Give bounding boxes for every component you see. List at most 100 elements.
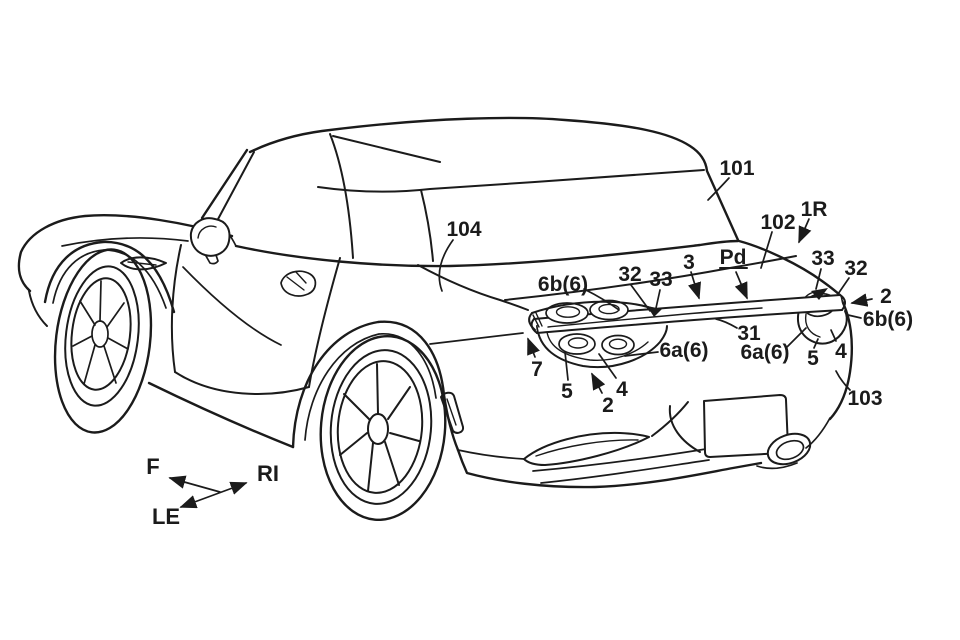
front-bumper-edge [28, 290, 48, 327]
hood-line [17, 214, 234, 293]
leader-31 [715, 318, 738, 329]
label-3: 3 [683, 251, 695, 274]
deck-crease [504, 255, 797, 301]
bumper-step-line [651, 401, 689, 437]
label-6b6-left: 6b(6) [538, 273, 588, 296]
arrow-3 [688, 271, 701, 300]
label-2-left: 2 [602, 394, 614, 417]
vortex-coil [545, 302, 589, 324]
door-front-edge [170, 244, 182, 373]
label-4-left: 4 [616, 378, 628, 401]
label-6a6-right: 6a(6) [740, 341, 789, 364]
label-Pd: Pd [720, 246, 747, 269]
spoke [106, 302, 125, 328]
left-bowl-inner [546, 331, 649, 361]
rear-arch-lip [304, 333, 437, 441]
vortex-coil-inner [555, 306, 581, 318]
spoke [367, 442, 374, 492]
leader-103 [835, 370, 851, 391]
right-bowl-inner [804, 313, 821, 338]
label-7: 7 [531, 358, 543, 381]
label-32-left: 32 [618, 263, 641, 286]
reference-labels: 101 102 1R 104 Pd 3 32 33 33 32 2 6b(6) … [446, 157, 913, 417]
label-104: 104 [446, 218, 481, 241]
leader-6b6-left [583, 288, 620, 311]
beltline [234, 239, 740, 268]
front-tire [53, 248, 153, 434]
axis-f [168, 475, 221, 493]
bar-right-cap [839, 294, 846, 311]
bumper-bottom [456, 448, 763, 489]
airflow-device [528, 288, 848, 368]
label-6a6-left: 6a(6) [659, 339, 708, 362]
spoke [376, 363, 379, 415]
spoke [389, 432, 420, 442]
diffuser-line-2 [540, 459, 710, 484]
under-exhaust-line [756, 462, 798, 470]
spoke [79, 300, 96, 326]
quarter-vent-slot [440, 391, 465, 434]
leader-6b6-right [847, 314, 862, 319]
roof-skirt-line [317, 169, 705, 193]
quarter-vent-line [446, 398, 457, 426]
arrow-Pd [734, 271, 748, 300]
hood-crease [61, 237, 189, 247]
front-rim [70, 277, 132, 391]
fender-vent [120, 256, 167, 271]
car-body [17, 116, 740, 452]
vortex-coil [558, 333, 596, 355]
a-pillar-outer [200, 148, 249, 220]
exhaust-pipe [766, 432, 812, 466]
label-33-left: 33 [649, 268, 672, 291]
label-103: 103 [847, 387, 882, 410]
roof-seam-rear [420, 189, 434, 262]
door-crease [182, 266, 282, 346]
spoke [343, 393, 371, 421]
axis-le-ri [179, 481, 248, 509]
spoke [103, 345, 117, 384]
label-31: 31 [737, 322, 761, 345]
arrow-2-right [850, 293, 873, 307]
rear-wheel-spokes [339, 363, 420, 492]
front-arch-lip [52, 249, 167, 309]
pod-tip-hatch [532, 312, 543, 328]
arrow-7 [527, 337, 540, 358]
front-wheel [53, 248, 153, 434]
spoke [99, 280, 102, 322]
label-1R: 1R [801, 198, 828, 221]
diffuser-line-1 [532, 448, 707, 472]
door-bottom-edge [174, 371, 310, 395]
door-handle [280, 270, 317, 297]
vortex-fill [590, 300, 628, 320]
plate-recess-edge [668, 405, 701, 453]
compass-front: F [146, 454, 159, 479]
roof-seam-front [329, 133, 354, 259]
spoke [83, 344, 96, 385]
rear-hub [367, 413, 389, 445]
a-pillar-inner [216, 151, 255, 222]
spoke [72, 335, 93, 347]
leader-5-left [564, 351, 569, 381]
leader-33-left [655, 289, 661, 309]
taillight-blade [523, 431, 650, 466]
roof-outline [248, 116, 740, 242]
leader-104 [438, 239, 454, 292]
label-102: 102 [760, 211, 795, 234]
direction-compass: F RI LE [146, 454, 279, 529]
vortex-coil [601, 334, 635, 356]
spoke [339, 432, 368, 456]
label-5-left: 5 [561, 380, 573, 403]
roof-crease [332, 135, 441, 163]
vortex-coil-inner [567, 337, 589, 349]
front-tire-sidewall [64, 265, 140, 407]
sill-line [147, 381, 295, 449]
arrow-2-left [591, 372, 606, 394]
leader-5-right [813, 338, 819, 349]
pod-tip [528, 312, 536, 331]
label-2-right: 2 [880, 285, 892, 308]
arrow-1R [798, 218, 812, 244]
vortex-fill [559, 334, 595, 354]
mirror-fill [190, 218, 230, 256]
leader-6a6-left [624, 351, 659, 357]
